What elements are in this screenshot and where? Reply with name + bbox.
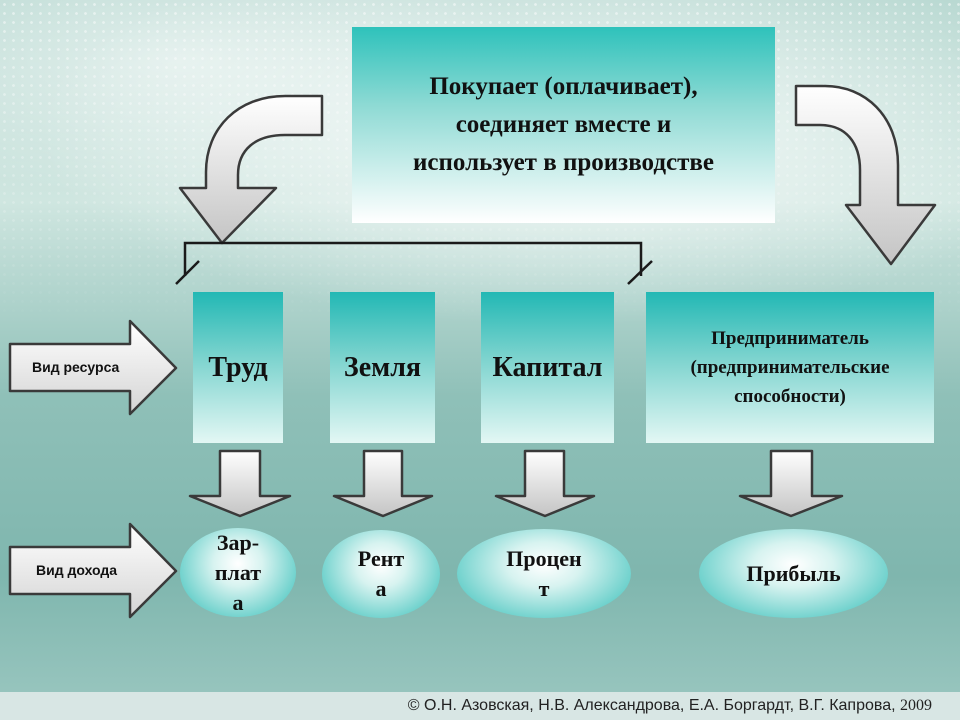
side-arrow-income-icon xyxy=(8,522,178,619)
resource-label-line: (предпринимательские xyxy=(690,357,890,378)
income-label-line: Процен xyxy=(506,545,582,571)
income-label-line: плат xyxy=(214,559,262,585)
resource-box-entrepreneur: Предприниматель (предпринимательские спо… xyxy=(646,292,934,443)
footer-year: 2009 xyxy=(900,697,932,714)
resource-label: Капитал xyxy=(492,351,603,383)
top-box-line: соединяет вместе и xyxy=(455,111,672,138)
grouping-bracket xyxy=(175,241,653,285)
side-label-income: Вид дохода xyxy=(36,562,118,578)
side-label-resource: Вид ресурса xyxy=(32,359,120,375)
down-arrow-icon xyxy=(188,449,292,518)
curved-arrow-left-icon xyxy=(178,94,324,245)
resource-box-land: Земля xyxy=(330,292,435,443)
resource-label: Труд xyxy=(208,351,268,383)
resource-label: Земля xyxy=(343,351,422,383)
income-label-line: а xyxy=(375,576,387,601)
resource-box-labor: Труд xyxy=(193,292,283,443)
income-oval-interest: Процен т xyxy=(457,529,631,618)
curved-arrow-right-icon xyxy=(794,84,937,266)
income-label-line: Рент xyxy=(357,546,405,571)
income-label-line: а xyxy=(232,589,244,615)
income-label-line: Прибыль xyxy=(746,560,841,586)
income-oval-wage: Зар- плат а xyxy=(180,528,296,617)
down-arrow-icon xyxy=(332,449,434,518)
top-description-box: Покупает (оплачивает), соединяет вместе … xyxy=(352,27,775,223)
top-box-line: использует в производстве xyxy=(413,149,714,176)
side-arrow-resource-icon xyxy=(8,319,178,416)
resource-label-line: Предприниматель xyxy=(711,328,869,349)
resource-label-line: способности) xyxy=(734,386,846,407)
income-label-line: Зар- xyxy=(216,529,260,555)
down-arrow-icon xyxy=(738,449,844,518)
income-oval-rent: Рент а xyxy=(322,530,440,618)
top-box-line: Покупает (оплачивает), xyxy=(429,73,698,100)
down-arrow-icon xyxy=(494,449,596,518)
income-label-line: т xyxy=(538,575,550,601)
income-oval-profit: Прибыль xyxy=(699,529,888,618)
footer-authors: © О.Н. Азовская, Н.В. Александрова, Е.А.… xyxy=(407,697,896,714)
resource-box-capital: Капитал xyxy=(481,292,614,443)
footer-copyright: © О.Н. Азовская, Н.В. Александрова, Е.А.… xyxy=(0,692,960,720)
